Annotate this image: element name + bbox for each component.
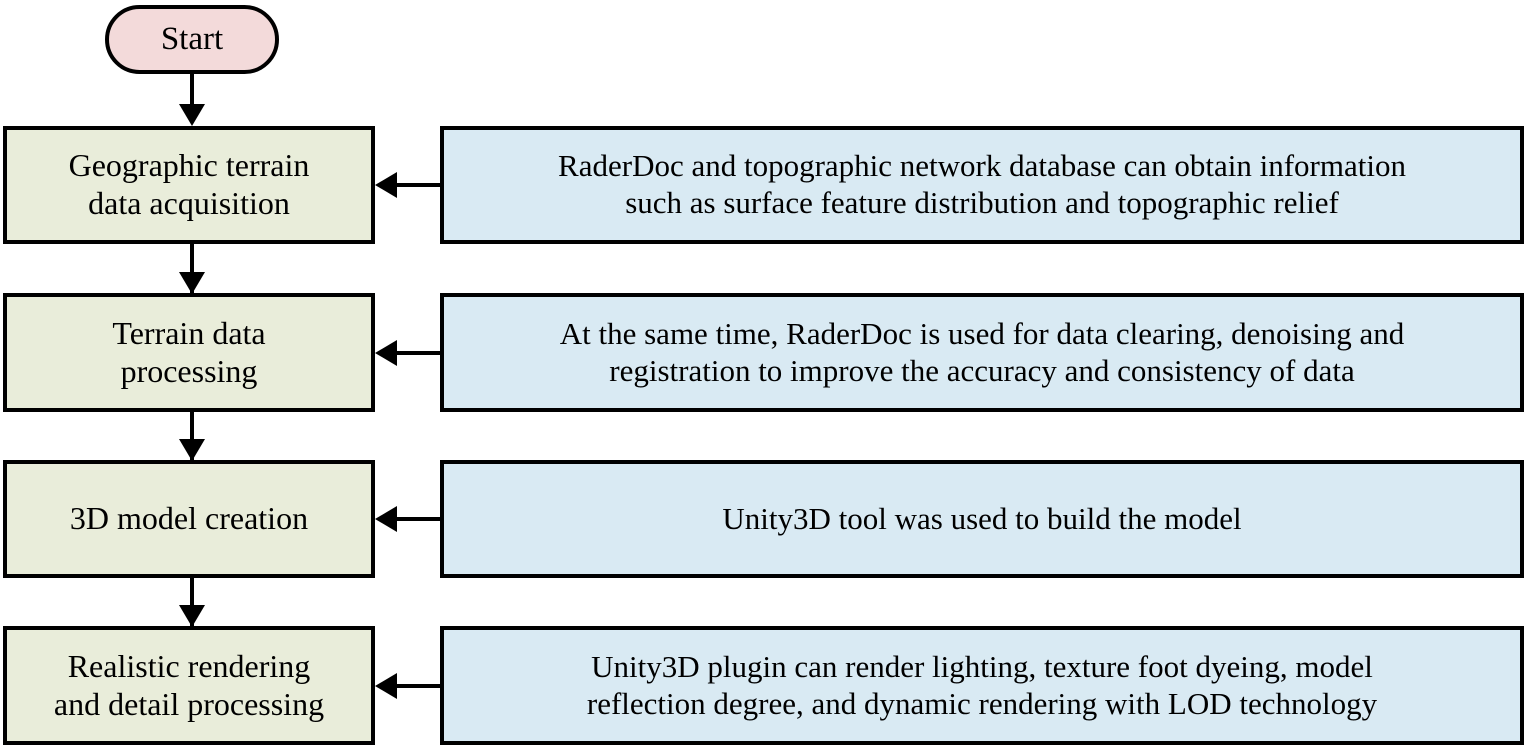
arrow-down-icon <box>179 104 205 126</box>
stage-node-3[interactable]: 3D model creation <box>3 460 375 578</box>
stage-node-2-label: Terrain data processing <box>112 314 266 389</box>
description-node-4-label: Unity3D plugin can render lighting, text… <box>586 648 1378 721</box>
stage-node-3-label: 3D model creation <box>69 500 309 537</box>
stage-node-1-label: Geographic terrain data acquisition <box>68 147 310 221</box>
description-node-2[interactable]: At the same time, RaderDoc is used for d… <box>440 293 1524 412</box>
description-node-2-label: At the same time, RaderDoc is used for d… <box>559 315 1405 388</box>
arrow-left-icon <box>375 673 397 699</box>
arrow-left-icon <box>375 340 397 366</box>
connector-line <box>190 244 194 293</box>
description-node-1-label: RaderDoc and topographic network databas… <box>558 148 1406 220</box>
connector-line <box>396 351 442 355</box>
description-node-3[interactable]: Unity3D tool was used to build the model <box>440 460 1524 578</box>
arrow-down-icon <box>179 439 205 461</box>
connector-line <box>190 578 194 626</box>
connector-line <box>396 517 442 521</box>
stage-node-1[interactable]: Geographic terrain data acquisition <box>3 126 375 244</box>
stage-node-4[interactable]: Realistic rendering and detail processin… <box>3 626 375 745</box>
start-node[interactable]: Start <box>105 5 279 74</box>
arrow-down-icon <box>179 605 205 627</box>
arrow-down-icon <box>179 272 205 294</box>
connector-line <box>190 73 194 119</box>
description-node-3-label: Unity3D tool was used to build the model <box>722 500 1242 536</box>
description-node-1[interactable]: RaderDoc and topographic network databas… <box>440 126 1524 244</box>
arrow-left-icon <box>375 172 397 198</box>
stage-node-4-label: Realistic rendering and detail processin… <box>53 647 325 722</box>
connector-line <box>396 183 442 187</box>
arrow-left-icon <box>375 506 397 532</box>
connector-line <box>190 412 194 460</box>
connector-line <box>396 684 442 688</box>
stage-node-2[interactable]: Terrain data processing <box>3 293 375 412</box>
start-node-label: Start <box>160 21 224 58</box>
description-node-4[interactable]: Unity3D plugin can render lighting, text… <box>440 626 1524 745</box>
